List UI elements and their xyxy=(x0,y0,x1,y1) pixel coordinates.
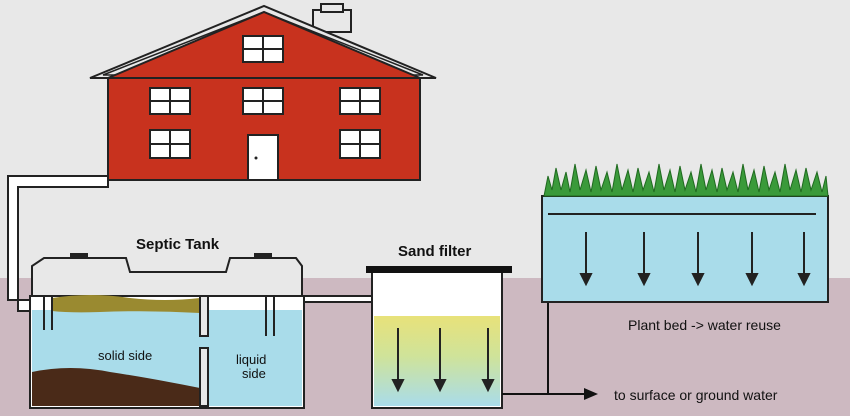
sludge-layer xyxy=(32,368,200,406)
liquid-side-label-line2: side xyxy=(242,366,266,381)
door xyxy=(247,134,279,181)
tank-divider xyxy=(199,295,209,337)
sand-filter xyxy=(366,266,512,409)
septic-tank xyxy=(29,253,305,409)
solid-side-label: solid side xyxy=(98,348,152,363)
plant-bed-distribution xyxy=(548,213,816,287)
filter-flow-arrows xyxy=(391,328,495,393)
sand-filter-label: Sand filter xyxy=(398,243,472,260)
plant-bed xyxy=(541,163,829,303)
septic-tank-label: Septic Tank xyxy=(136,236,220,253)
house xyxy=(89,3,437,181)
plants xyxy=(543,163,829,197)
liquid-side-label-line1: liquid xyxy=(236,352,266,367)
plant-bed-label: Plant bed -> water reuse xyxy=(628,317,781,333)
outflow-label: to surface or ground water xyxy=(614,387,778,403)
sand-filter-lid xyxy=(366,266,512,273)
outflow-arrowhead xyxy=(584,388,598,400)
scum-layer xyxy=(52,295,200,313)
plant-bed-box xyxy=(541,195,829,303)
windows xyxy=(149,35,381,159)
sand-media xyxy=(374,316,500,406)
